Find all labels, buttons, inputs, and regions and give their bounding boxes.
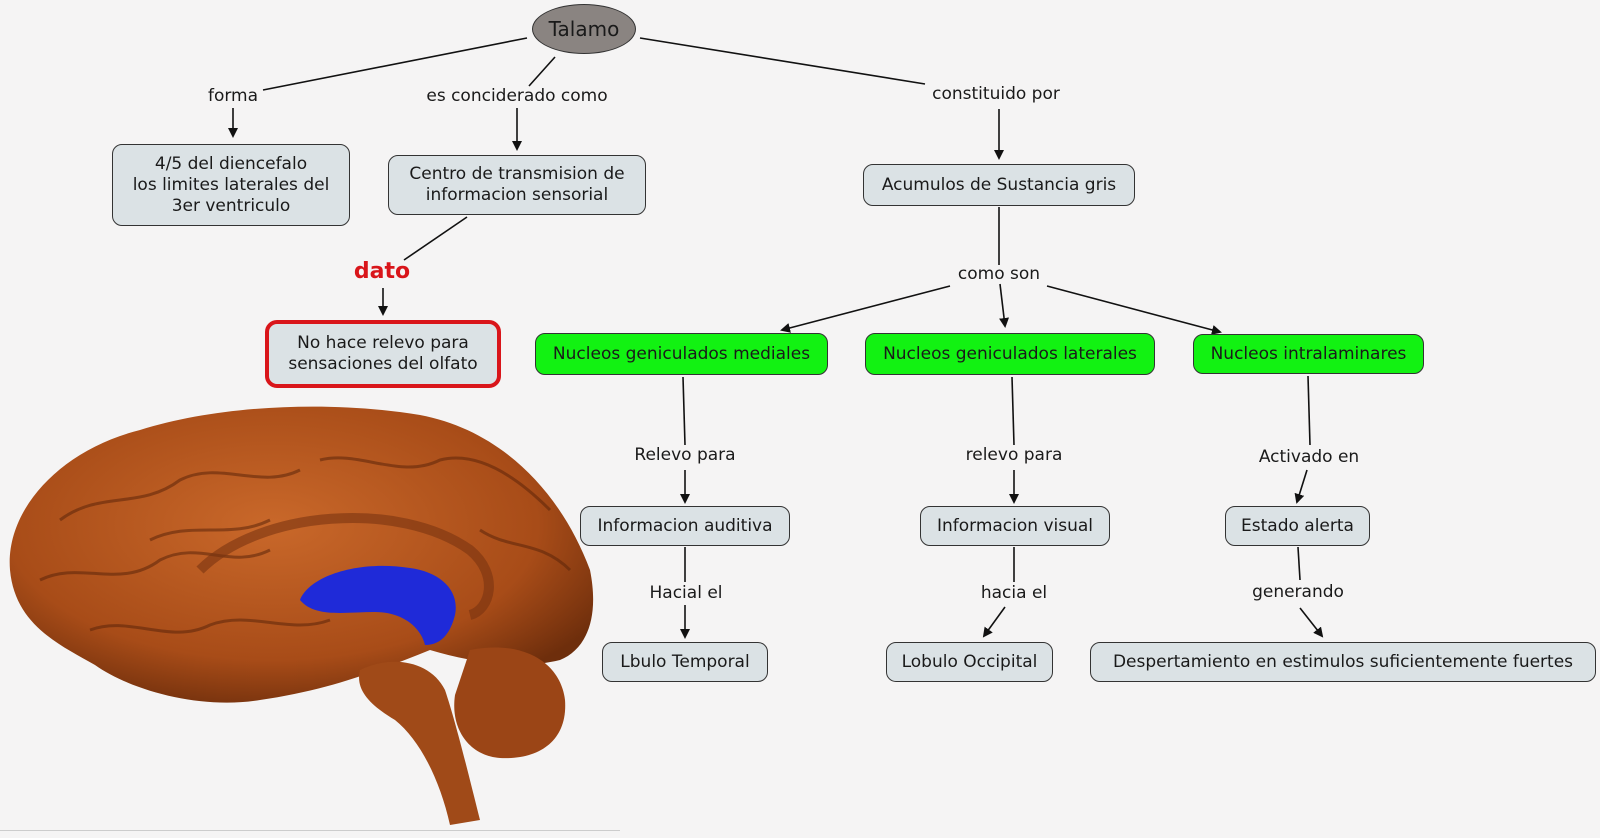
edge-root-forma <box>262 37 528 91</box>
edge-mediales-relevo <box>682 376 686 446</box>
link-dato: dato <box>353 259 411 284</box>
brainstem-shape <box>359 661 480 825</box>
edge-laterales-relevo <box>1011 376 1015 446</box>
concept-nucleos-geniculados-mediales[interactable]: Nucleos geniculados mediales <box>535 333 828 375</box>
concept-despertamiento[interactable]: Despertamiento en estimulos suficienteme… <box>1090 642 1596 682</box>
concept-nucleos-geniculados-laterales[interactable]: Nucleos geniculados laterales <box>865 333 1155 375</box>
edge-centro-dato <box>403 216 468 261</box>
concept-diencefalo[interactable]: 4/5 del diencefalo los limites laterales… <box>112 144 350 226</box>
link-es-considerado-como: es conciderado como <box>426 86 608 106</box>
link-activado-en: Activado en <box>1258 447 1360 467</box>
concept-estado-alerta[interactable]: Estado alerta <box>1225 506 1370 546</box>
concept-informacion-visual[interactable]: Informacion visual <box>920 506 1110 546</box>
edge-comoson-laterales <box>999 283 1010 328</box>
brain-illustration <box>9 406 594 825</box>
edge-root-considerado <box>528 56 556 87</box>
cerebellum-shape <box>454 647 566 759</box>
link-relevo-para-visual: relevo para <box>965 445 1063 465</box>
concept-lobulo-occipital[interactable]: Lobulo Occipital <box>886 642 1053 682</box>
link-hacia-el: hacia el <box>980 583 1048 603</box>
edge-intralaminares-activado <box>1307 375 1311 446</box>
concept-no-relevo-olfato[interactable]: No hace relevo para sensaciones del olfa… <box>265 320 501 388</box>
edge-alerta-generando <box>1297 546 1301 581</box>
link-hacial-el: Hacial el <box>649 583 723 603</box>
link-generando: generando <box>1252 582 1344 602</box>
edge-root-constituido <box>639 37 926 85</box>
concept-centro-transmision[interactable]: Centro de transmision de informacion sen… <box>388 155 646 215</box>
concept-nucleos-intralaminares[interactable]: Nucleos intralaminares <box>1193 334 1424 374</box>
thalamus-highlight <box>300 565 456 645</box>
edge-comoson-intralaminares <box>1046 285 1222 335</box>
link-forma: forma <box>207 86 259 106</box>
link-constituido-por: constituido por <box>932 84 1060 104</box>
edge-hacia-occipital <box>982 606 1006 638</box>
link-como-son: como son <box>957 264 1041 284</box>
edge-comoson-mediales <box>780 285 951 333</box>
edge-generando-despertamiento <box>1299 607 1324 638</box>
link-relevo-para-auditiva: Relevo para <box>634 445 736 465</box>
root-concept-talamo[interactable]: Talamo <box>532 4 636 54</box>
concept-informacion-auditiva[interactable]: Informacion auditiva <box>580 506 790 546</box>
concept-lobulo-temporal[interactable]: Lbulo Temporal <box>602 642 768 682</box>
concept-acumulos-sustancia-gris[interactable]: Acumulos de Sustancia gris <box>863 164 1135 206</box>
corpus-callosum-arc <box>196 513 494 620</box>
edge-activado-alerta <box>1294 469 1308 504</box>
image-bottom-border <box>0 830 620 831</box>
